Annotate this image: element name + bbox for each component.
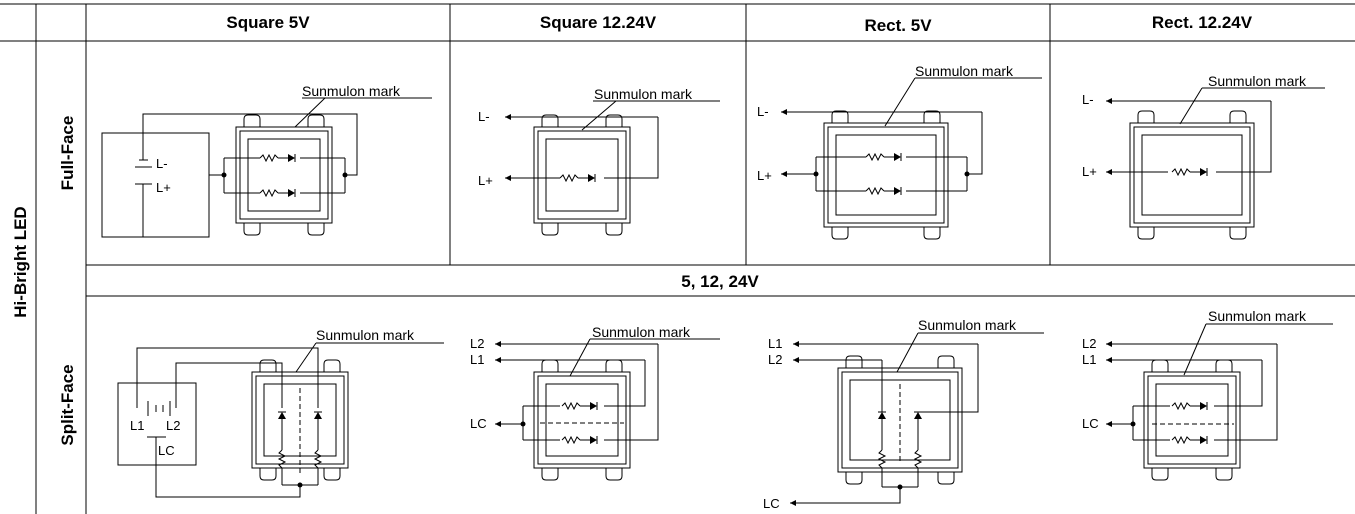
sunmulon-mark-label: Sunmulon mark <box>594 86 693 102</box>
side-label-full-face: Full-Face <box>58 116 77 191</box>
header-square-12-24v: Square 12.24V <box>540 13 657 32</box>
diagram-fullface-rect-12-24v: L- L+ Sunmulon mark <box>1082 73 1325 240</box>
terminal-l2: L2 <box>1082 336 1096 351</box>
terminal-l-plus: L+ <box>1082 164 1097 179</box>
sunmulon-mark-label: Sunmulon mark <box>1208 308 1307 324</box>
diagram-splitface-square-5v: L1 L2 LC Sunmulon mark <box>117 327 444 498</box>
terminal-l-plus: L+ <box>156 180 171 195</box>
side-label-split-face: Split-Face <box>58 364 77 445</box>
terminal-l-plus: L+ <box>478 173 493 188</box>
terminal-l2: L2 <box>470 336 484 351</box>
header-rect-12-24v: Rect. 12.24V <box>1152 13 1253 32</box>
terminal-l1: L1 <box>768 336 782 351</box>
terminal-lc: LC <box>1082 416 1099 431</box>
terminal-l-plus: L+ <box>757 168 772 183</box>
diagram-splitface-rect-5v: L1 L2 LC Sunmulon mark <box>763 317 1044 511</box>
terminal-l1: L1 <box>1082 352 1096 367</box>
terminal-l1: L1 <box>130 418 144 433</box>
terminal-l2: L2 <box>166 418 180 433</box>
diagram-splitface-rect-12-24v: L2 L1 LC Sunmulon mark <box>1082 308 1333 481</box>
terminal-l1: L1 <box>470 352 484 367</box>
terminal-l-minus: L- <box>1082 92 1094 107</box>
diagram-fullface-square-12-24v: L- L+ Sunmulon mark <box>478 86 720 236</box>
terminal-l-minus: L- <box>478 109 490 124</box>
terminal-lc: LC <box>470 416 487 431</box>
voltage-band-label: 5, 12, 24V <box>681 272 759 291</box>
terminal-lc: LC <box>158 443 175 458</box>
terminal-l-minus: L- <box>757 104 769 119</box>
terminal-lc: LC <box>763 496 780 511</box>
terminal-l-minus: L- <box>156 156 168 171</box>
sunmulon-mark-label: Sunmulon mark <box>1208 73 1307 89</box>
header-square-5v: Square 5V <box>226 13 310 32</box>
sunmulon-mark-label: Sunmulon mark <box>302 83 401 99</box>
sunmulon-mark-label: Sunmulon mark <box>918 317 1017 333</box>
diagram-splitface-square-12-24v: L2 L1 LC Sunmulon mark <box>470 324 720 481</box>
sunmulon-mark-label: Sunmulon mark <box>915 63 1014 79</box>
terminal-l2: L2 <box>768 352 782 367</box>
diagram-fullface-rect-5v: L- L+ Sunmulon mark <box>757 63 1042 240</box>
table-grid <box>0 3 1355 514</box>
sunmulon-mark-label: Sunmulon mark <box>592 324 691 340</box>
diagram-fullface-square-5v: L- L+ Sunmulon mark <box>101 83 432 238</box>
side-label-hi-bright-led: Hi-Bright LED <box>11 206 30 317</box>
header-rect-5v: Rect. 5V <box>864 16 932 35</box>
sunmulon-mark-label: Sunmulon mark <box>316 327 415 343</box>
